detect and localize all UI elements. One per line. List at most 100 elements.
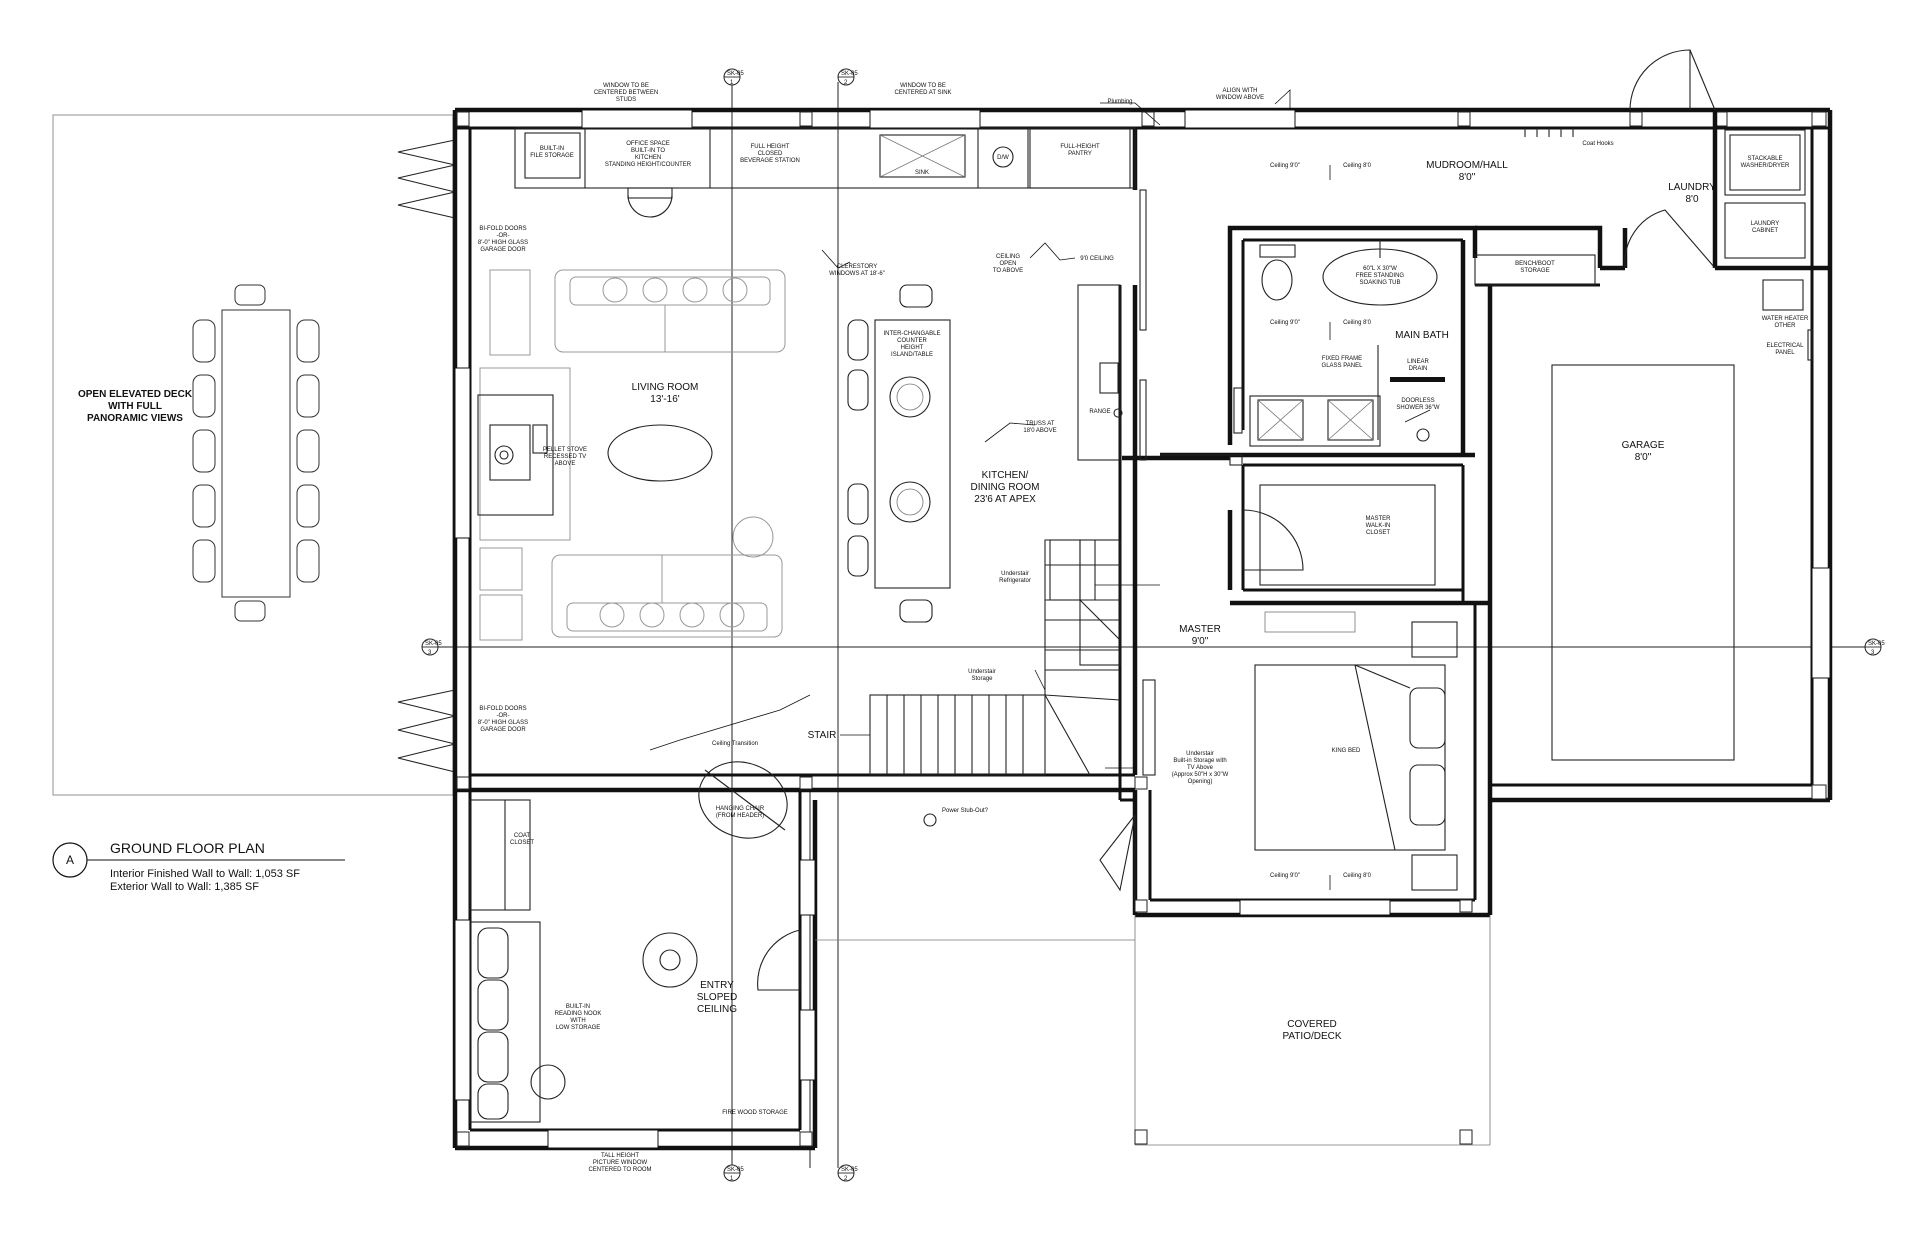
armchairs-west <box>479 269 571 641</box>
label-master: MASTER 9'0" <box>1179 624 1221 647</box>
toilet <box>1259 244 1296 301</box>
svg-text:CEILING: CEILING <box>697 1004 737 1015</box>
label-living-room: LIVING ROOM 13'-16' <box>632 382 699 405</box>
reading-nook <box>469 921 566 1123</box>
bath-vanity <box>1233 387 1381 447</box>
note-doorless-shower: DOORLESS SHOWER 36"W <box>1396 398 1439 411</box>
entry-round-rug <box>642 932 698 988</box>
svg-text:23'6 AT APEX: 23'6 AT APEX <box>974 494 1036 505</box>
pellet-stove: PELLET STOVE RECESSED TV ABOVE <box>477 394 587 516</box>
svg-text:Ceiling 9'0": Ceiling 9'0" <box>1270 163 1300 169</box>
svg-text:Ceiling 8'0: Ceiling 8'0 <box>1343 163 1371 169</box>
svg-text:OTHER: OTHER <box>1775 323 1797 329</box>
svg-text:Understair: Understair <box>1186 751 1214 757</box>
svg-text:PATIO/DECK: PATIO/DECK <box>1282 1031 1341 1042</box>
note-builtin-file: BUILT-IN FILE STORAGE <box>530 146 574 159</box>
note-stackable: STACKABLE WASHER/DRYER <box>1741 156 1790 169</box>
svg-text:OFFICE SPACE: OFFICE SPACE <box>626 141 670 147</box>
svg-text:CLOSED: CLOSED <box>758 151 783 157</box>
note-coat-hooks: Coat Hooks <box>1582 141 1613 147</box>
svg-text:1: 1 <box>730 1176 734 1182</box>
svg-text:ABOVE: ABOVE <box>555 461 576 467</box>
svg-text:TALL HEIGHT: TALL HEIGHT <box>601 1153 639 1159</box>
svg-text:TV Above: TV Above <box>1187 765 1214 771</box>
svg-text:CABINET: CABINET <box>1752 228 1778 234</box>
svg-text:SHOWER 36"W: SHOWER 36"W <box>1396 405 1439 411</box>
svg-text:Refrigerator: Refrigerator <box>999 578 1031 584</box>
svg-text:LAUNDRY: LAUNDRY <box>1751 221 1780 227</box>
covered-patio <box>815 915 1491 1146</box>
note-bifold-north: BI-FOLD DOORS -OR- 8'-0" HIGH GLASS GARA… <box>478 226 528 253</box>
svg-text:OPEN: OPEN <box>999 261 1016 267</box>
svg-text:STACKABLE: STACKABLE <box>1748 156 1783 162</box>
label-kitchen: KITCHEN/ DINING ROOM 23'6 AT APEX <box>971 470 1040 505</box>
note-power-stub: Power Stub-Out? <box>942 808 989 814</box>
note-reading-nook: BUILT-IN READING NOOK WITH LOW STORAGE <box>555 1004 602 1031</box>
note-window-sink: WINDOW TO BE CENTERED AT SINK <box>894 83 951 96</box>
office-chair <box>627 187 673 218</box>
svg-text:ISLAND/TABLE: ISLAND/TABLE <box>891 352 933 358</box>
note-coat-closet: COAT CLOSET <box>510 833 534 846</box>
svg-text:2: 2 <box>844 80 848 86</box>
note-bench-boot: BENCH/BOOT STORAGE <box>1515 261 1555 274</box>
stackable-washer-dryer <box>1724 129 1806 259</box>
svg-text:9'0": 9'0" <box>1192 636 1209 647</box>
note-master-closet: MASTER WALK-IN CLOSET <box>1365 516 1391 536</box>
svg-text:SK-05: SK-05 <box>841 71 858 77</box>
note-ceiling-9: 9'0 CEILING <box>1080 256 1114 262</box>
coat-closet <box>469 799 531 911</box>
svg-text:Ceiling 9'0": Ceiling 9'0" <box>1270 873 1300 879</box>
dishwasher: D/W <box>992 146 1014 168</box>
svg-text:FIXED FRAME: FIXED FRAME <box>1322 356 1362 362</box>
entry-door <box>757 929 801 991</box>
section-marker-bottom-1: SK-05 1 <box>723 1164 744 1182</box>
note-bifold-south: BI-FOLD DOORS -OR- 8'-0" HIGH GLASS GARA… <box>478 706 528 733</box>
svg-text:D/W: D/W <box>997 155 1009 161</box>
svg-text:HEIGHT: HEIGHT <box>901 345 924 351</box>
svg-text:READING NOOK: READING NOOK <box>555 1011 602 1017</box>
section-marker-top-1: SK-05 1 <box>723 68 744 86</box>
label-entry: ENTRY SLOPED CEILING <box>697 980 738 1015</box>
svg-text:13'-16': 13'-16' <box>650 394 679 405</box>
note-electrical-panel: ELECTRICAL PANEL <box>1766 343 1804 356</box>
svg-text:FILE STORAGE: FILE STORAGE <box>530 153 574 159</box>
svg-text:WINDOW ABOVE: WINDOW ABOVE <box>1216 95 1264 101</box>
svg-text:Ceiling 8'0: Ceiling 8'0 <box>1343 320 1371 326</box>
svg-text:DRAIN: DRAIN <box>1409 366 1428 372</box>
note-truss: TRUSS AT 18'0 ABOVE <box>1023 421 1056 434</box>
understair-fridge <box>1049 539 1121 666</box>
svg-text:RECESSED TV: RECESSED TV <box>544 454 586 460</box>
svg-text:WINDOW TO BE: WINDOW TO BE <box>603 83 649 89</box>
svg-text:PANTRY: PANTRY <box>1068 151 1092 157</box>
svg-text:CEILING: CEILING <box>996 254 1020 260</box>
note-pantry: FULL-HEIGHT PANTRY <box>1060 144 1100 157</box>
svg-text:LINEAR: LINEAR <box>1407 359 1429 365</box>
section-marker-top-2: SK-05 2 <box>837 68 858 86</box>
svg-text:PANEL: PANEL <box>1775 350 1795 356</box>
svg-text:ENTRY: ENTRY <box>700 980 734 991</box>
svg-text:GARAGE: GARAGE <box>1622 440 1665 451</box>
svg-text:DOORLESS: DOORLESS <box>1401 398 1434 404</box>
svg-text:MUDROOM/HALL: MUDROOM/HALL <box>1426 160 1508 171</box>
leader-lines <box>649 89 1431 890</box>
coffee-table-oval <box>607 424 713 482</box>
note-king-bed: KING BED <box>1332 748 1361 754</box>
svg-text:RANGE: RANGE <box>1089 409 1110 415</box>
shower-drain <box>1377 345 1445 442</box>
drawing-badge: A <box>66 853 74 867</box>
svg-text:8'-0" HIGH GLASS: 8'-0" HIGH GLASS <box>478 240 528 246</box>
svg-text:8'-0" HIGH GLASS: 8'-0" HIGH GLASS <box>478 720 528 726</box>
power-stub <box>923 813 937 827</box>
svg-text:-OR-: -OR- <box>497 713 510 719</box>
svg-text:KITCHEN: KITCHEN <box>635 155 661 161</box>
svg-text:WINDOWS AT 18'-6": WINDOWS AT 18'-6" <box>829 271 885 277</box>
label-laundry: LAUNDRY 8'0 <box>1668 182 1716 205</box>
hanging-chair <box>698 761 788 839</box>
svg-text:BUILT-IN TO: BUILT-IN TO <box>631 148 665 154</box>
note-picture-window: TALL HEIGHT PICTURE WINDOW CENTERED TO R… <box>588 1153 651 1173</box>
svg-text:MASTER: MASTER <box>1179 624 1221 635</box>
svg-text:WALK-IN: WALK-IN <box>1366 523 1391 529</box>
north-counter <box>514 127 1136 189</box>
kitchen-island-table <box>847 284 951 623</box>
laundry-door <box>1624 209 1716 269</box>
